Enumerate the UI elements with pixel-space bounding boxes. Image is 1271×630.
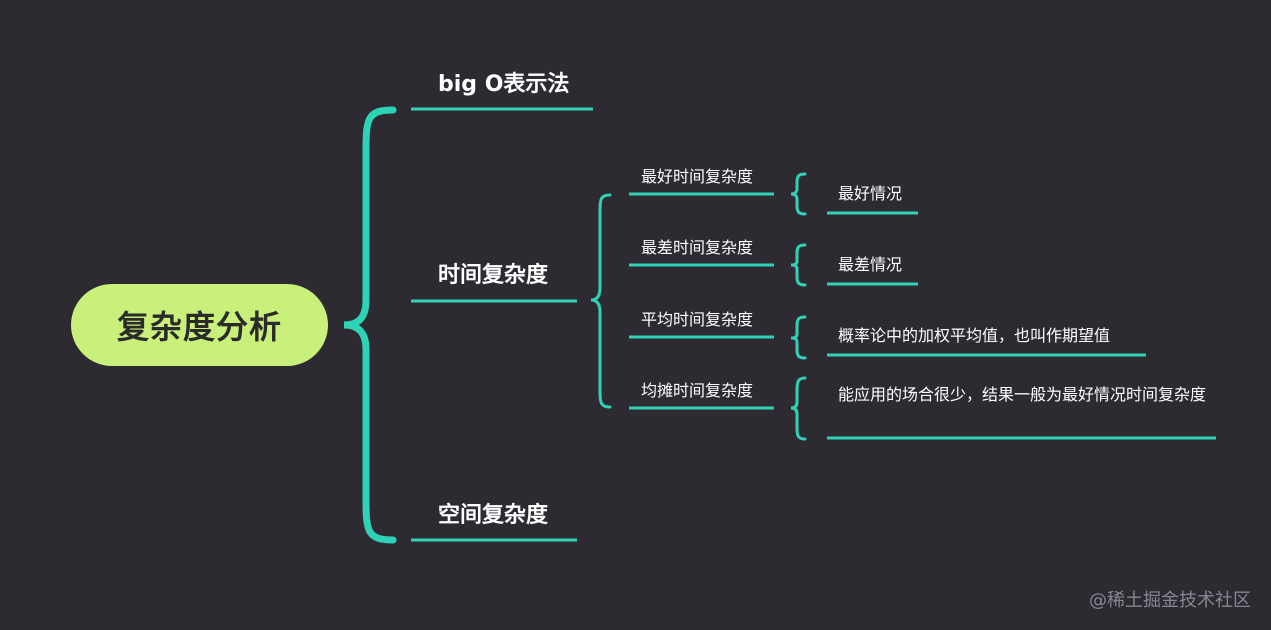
brace-amortized [790,376,807,441]
node-space-complexity[interactable]: 空间复杂度 [438,497,548,529]
node-bigo[interactable]: big O表示法 [438,66,569,98]
node-amortized-detail-text: 能应用的场合很少，结果一般为最好情况时间复杂度 [838,385,1207,404]
node-best-case[interactable]: 最好时间复杂度 [641,163,753,187]
node-space-label: 空间复杂度 [438,503,549,528]
root-label: 复杂度分析 [116,308,282,346]
node-amortized[interactable]: 均摊时间复杂度 [641,377,753,401]
brace-worst [790,243,807,287]
time-brace [590,193,612,409]
brace-best [790,172,807,216]
node-worst-detail-text: 最差情况 [838,255,903,274]
node-worst-detail[interactable]: 最差情况 [838,253,928,277]
node-best-detail[interactable]: 最好情况 [838,182,928,206]
node-average-detail-text: 概率论中的加权平均值，也叫作期望值 [838,326,1111,345]
node-worst-label: 最差时间复杂度 [641,238,754,257]
node-average-label: 平均时间复杂度 [641,310,754,329]
node-worst-case[interactable]: 最差时间复杂度 [641,234,753,258]
watermark: @稀土掘金技术社区 [1089,590,1251,611]
node-average-detail[interactable]: 概率论中的加权平均值，也叫作期望值 [838,324,1148,348]
node-average-case[interactable]: 平均时间复杂度 [641,306,753,330]
node-best-detail-text: 最好情况 [838,184,903,203]
node-amortized-detail[interactable]: 能应用的场合很少，结果一般为最好情况时间复杂度 [838,383,1210,407]
root-node[interactable]: 复杂度分析 [71,284,328,366]
node-time-label: 时间复杂度 [438,263,549,288]
main-brace [343,106,397,544]
node-best-label: 最好时间复杂度 [641,167,754,186]
node-bigo-label: big O表示法 [438,72,570,97]
node-amortized-label: 均摊时间复杂度 [641,381,754,400]
node-time-complexity[interactable]: 时间复杂度 [438,257,548,289]
brace-average [790,315,807,360]
